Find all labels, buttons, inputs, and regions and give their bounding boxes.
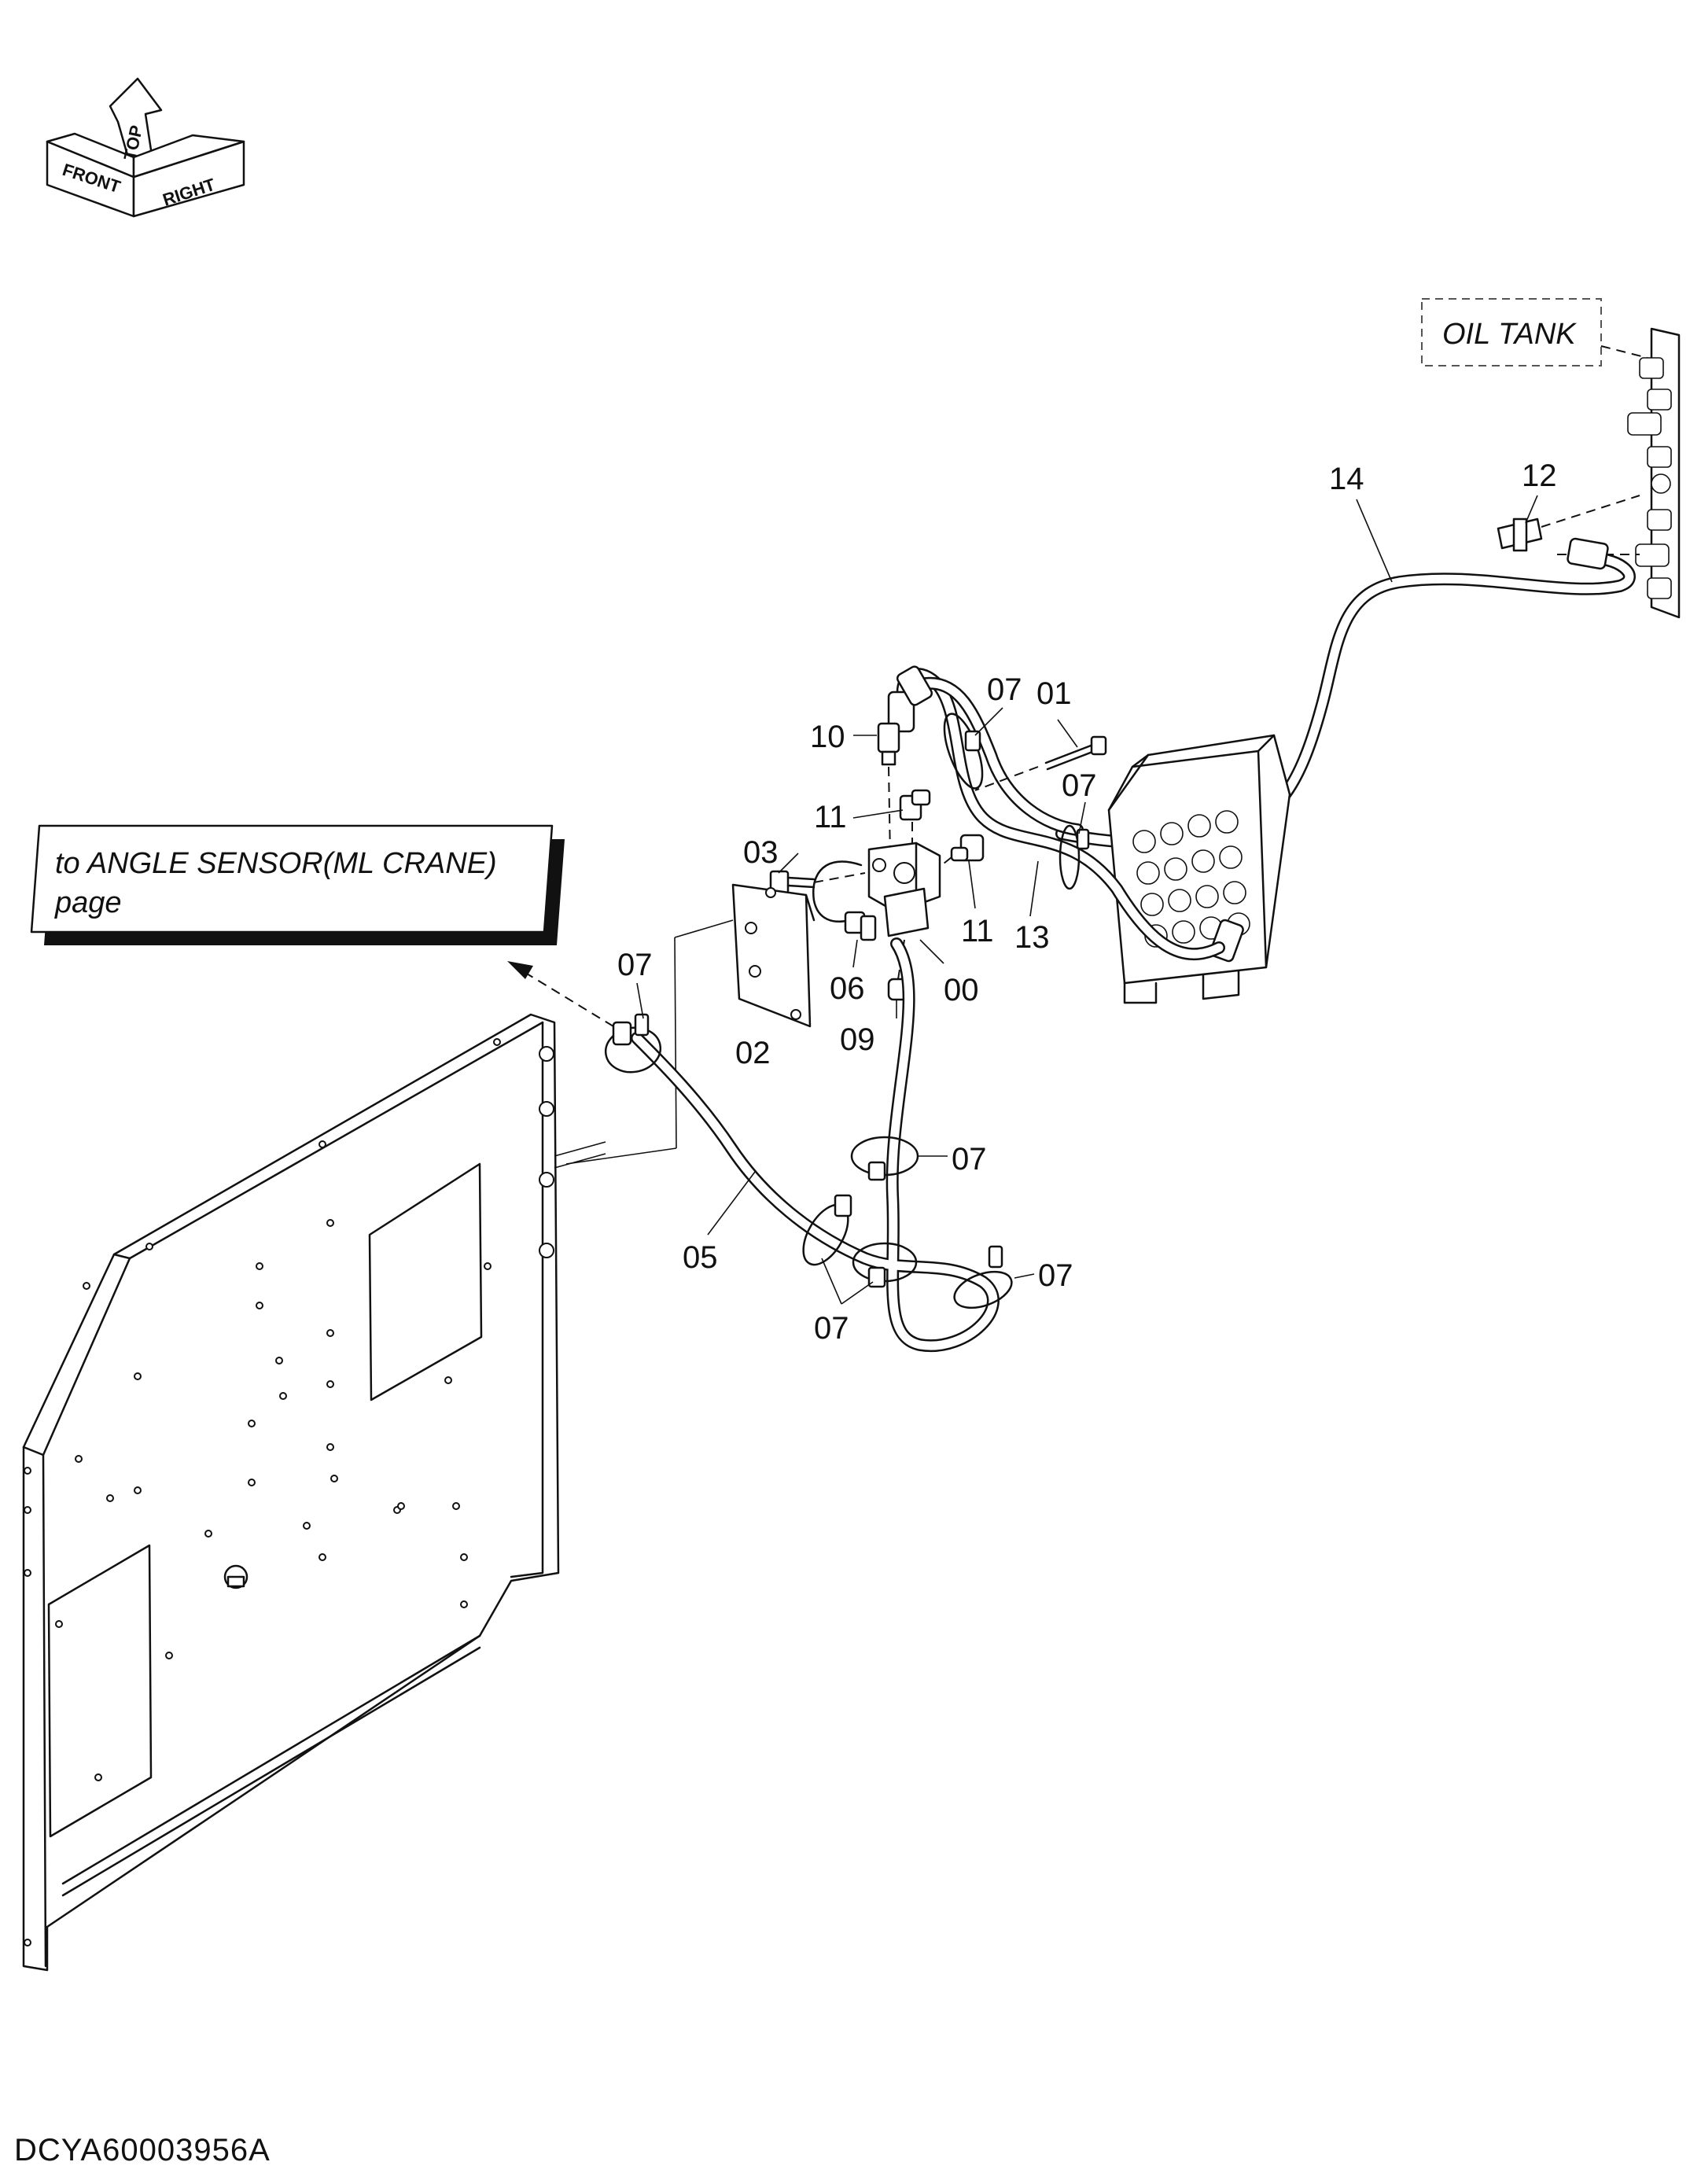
clamp-07-b [1059,824,1090,890]
side-panel [22,1013,606,1972]
callout-07-left: 07 [617,948,653,982]
document-id: DCYA60003956A [14,2133,271,2167]
callout-05: 05 [683,1240,718,1275]
oil-tank-label: OIL TANK [1442,318,1577,351]
fitting-12 [1497,495,1640,555]
callout-07-mid: 07 [952,1142,987,1177]
callout-07-bottom: 07 [814,1311,849,1346]
callout-12: 12 [1522,459,1557,493]
callout-01: 01 [1036,676,1072,711]
callout-07-right: 07 [1038,1258,1073,1293]
callout-13: 13 [1014,920,1050,955]
fitting-11-a [899,789,931,857]
callout-14: 14 [1329,462,1364,496]
fitting-10 [877,722,900,858]
clamp-07-lower-left [802,1194,852,1266]
callout-03: 03 [743,835,779,870]
angle-sensor-reference: to ANGLE SENSOR(ML CRANE) page [30,824,614,1027]
callout-09: 09 [840,1022,875,1057]
leader-lines [636,495,1538,1305]
oil-tank-callout: OIL TANK [1421,298,1648,366]
bolt-01 [974,735,1107,791]
callout-11-b: 11 [961,914,994,948]
clamp-07-left [604,1013,662,1074]
callout-02: 02 [735,1036,771,1070]
orientation-marker: TOP FRONT RIGHT [46,77,245,218]
angle-sensor-ref-line1: to ANGLE SENSOR(ML CRANE) [55,847,497,880]
callout-07-b: 07 [1062,768,1097,803]
clamp-07-mid [850,1136,919,1181]
callout-07-top: 07 [987,672,1022,707]
callout-10: 10 [810,720,845,754]
valve-00 [867,842,941,937]
bracket-02 [565,883,816,1165]
callout-numbers: 14 12 07 01 10 07 11 03 11 13 07 06 00 0… [617,459,1557,1346]
angle-sensor-ref-line2: page [54,886,122,919]
clamp-07-top [943,713,984,790]
hose-05 [631,937,1000,1353]
clamp-07-right [953,1245,1013,1309]
control-valve-block [1107,734,1291,1004]
oil-tank-port-strip [1627,327,1681,619]
callout-11-a: 11 [814,800,847,834]
callout-06: 06 [830,971,865,1006]
hose-13 [887,665,1225,961]
callout-00: 00 [944,973,979,1007]
fitting-11-b [931,834,985,874]
sensor-06 [812,860,877,941]
